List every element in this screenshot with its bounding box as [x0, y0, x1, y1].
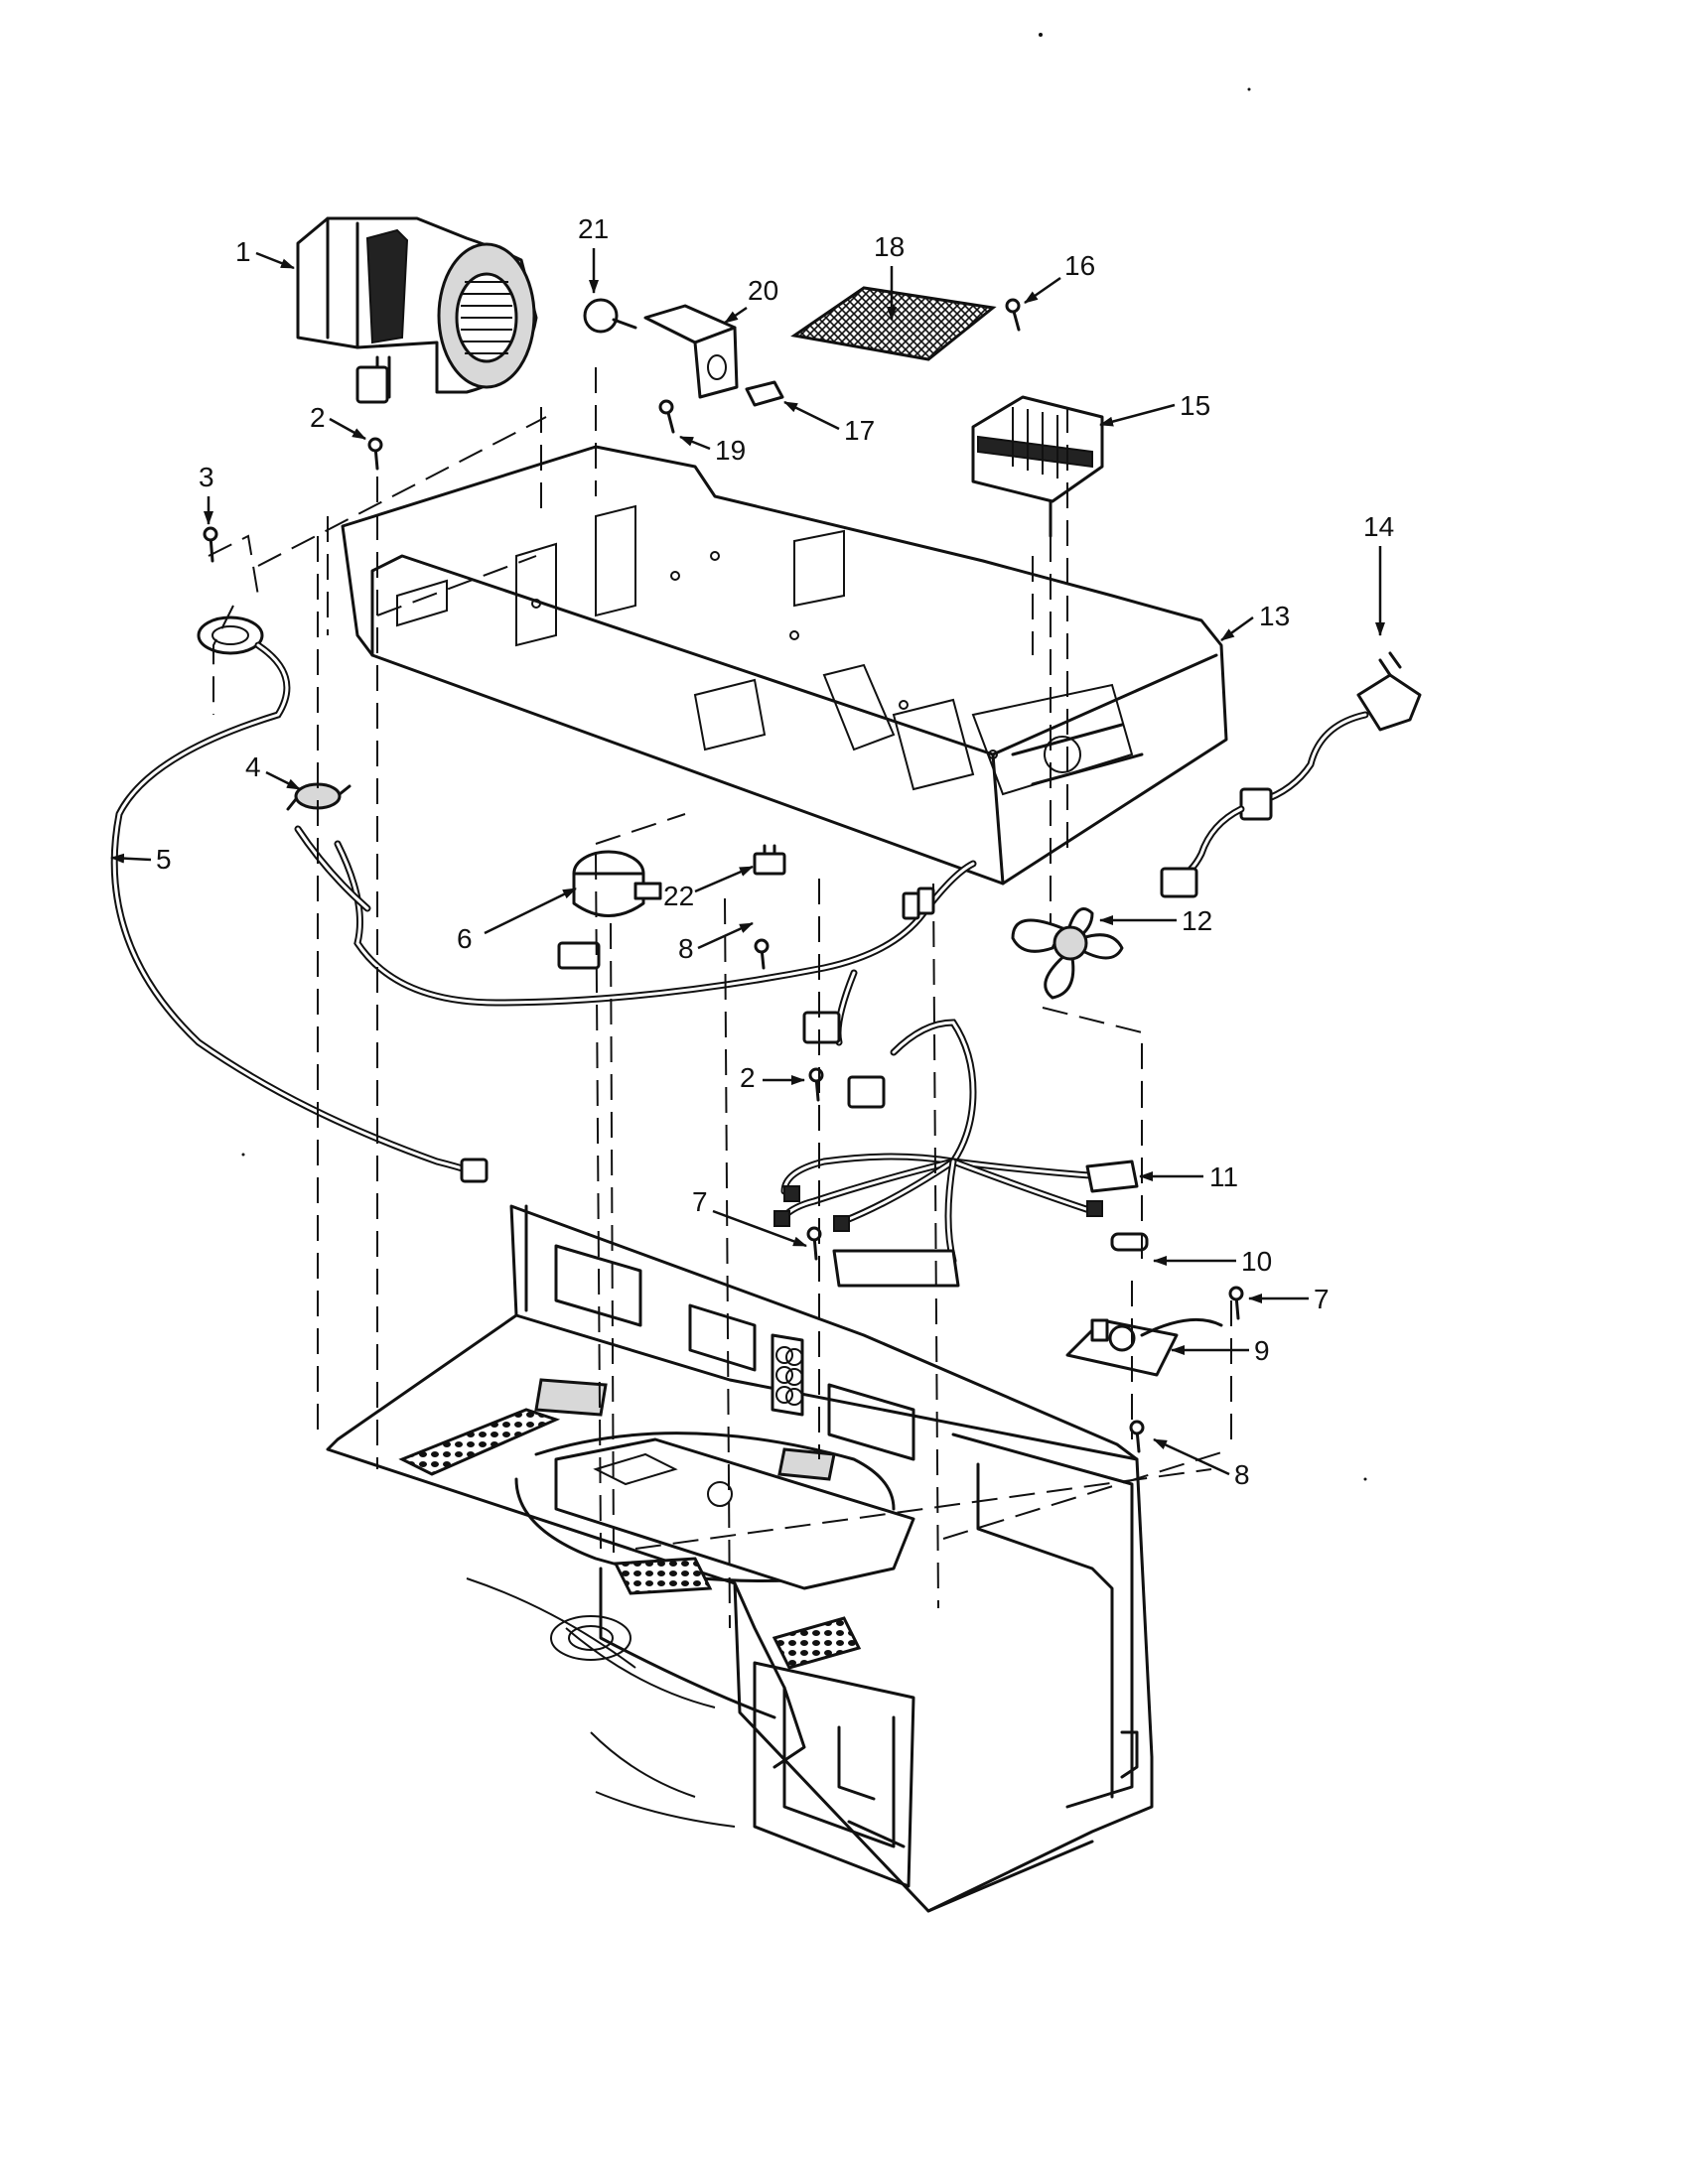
callout-9: 9	[1254, 1335, 1270, 1366]
lead-wire-icon	[110, 641, 489, 1183]
chassis-icon	[326, 1204, 1154, 1913]
power-cord-icon	[1160, 651, 1422, 898]
callout-14: 14	[1363, 511, 1394, 542]
lamp-bracket-icon	[643, 304, 739, 399]
scan-specks	[241, 33, 1367, 1481]
callout-19: 19	[715, 435, 746, 466]
switch-icon	[753, 844, 786, 876]
callout-2: 2	[310, 402, 326, 433]
callout-22: 22	[663, 881, 694, 911]
callout-12: 12	[1182, 905, 1212, 936]
callout-20: 20	[748, 275, 778, 306]
noise-filter-icon	[1065, 1317, 1223, 1377]
lamp-icon	[583, 298, 637, 334]
callouts: 1 2 2 3 4 5 6 7 7 8 8 9 10 11 12 13 14	[110, 213, 1394, 1490]
callout-7: 7	[1314, 1284, 1330, 1314]
socket-icon	[745, 380, 784, 407]
fuse-icon	[1110, 1232, 1149, 1252]
callout-11: 11	[1209, 1161, 1238, 1192]
callout-8: 8	[678, 933, 694, 964]
callout-13: 13	[1259, 601, 1290, 631]
callout-15: 15	[1180, 390, 1210, 421]
callout-4: 4	[245, 751, 261, 782]
callout-16: 16	[1064, 250, 1095, 281]
damper-motor-icon	[572, 850, 662, 917]
screw-icon	[203, 298, 1244, 1453]
callout-6: 6	[457, 923, 473, 954]
alignment-lines	[208, 367, 1232, 1629]
fan-motor-icon	[971, 395, 1104, 538]
callout-8: 8	[1234, 1459, 1250, 1490]
callout-5: 5	[156, 844, 172, 875]
callout-1: 1	[235, 236, 251, 267]
base-plate-icon	[341, 445, 1228, 886]
callout-2: 2	[740, 1062, 756, 1093]
callout-17: 17	[844, 415, 875, 446]
fan-blade-icon	[1011, 907, 1124, 1000]
callout-10: 10	[1241, 1246, 1272, 1277]
callout-3: 3	[199, 462, 214, 492]
callout-21: 21	[578, 213, 609, 244]
blower-motor-icon	[296, 216, 538, 404]
callout-18: 18	[874, 231, 905, 262]
wire-bundle-icon	[294, 825, 977, 1007]
callout-7: 7	[692, 1186, 708, 1217]
filter-icon	[790, 286, 997, 361]
grommet-icon	[197, 615, 264, 655]
wire-harness-icon	[773, 969, 1139, 1288]
